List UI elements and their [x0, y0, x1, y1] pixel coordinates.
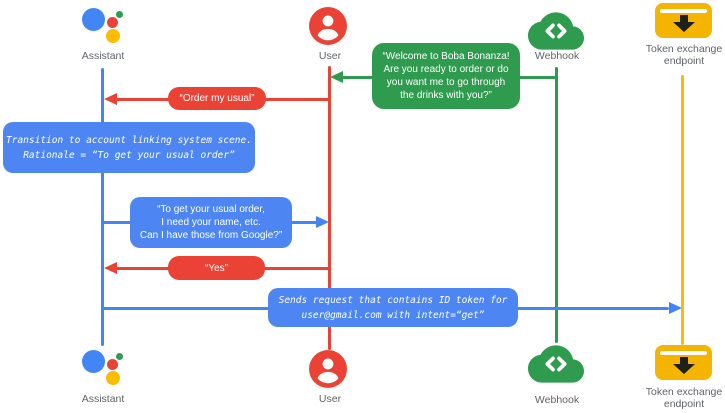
token-down-arrow-icon [679, 15, 688, 23]
yes-message-bubble: “Yes” [168, 256, 265, 280]
webhook-icon [528, 12, 584, 50]
assistant-logo-blue-dot [82, 8, 105, 31]
usual-order-message-bubble: “To get your usual order,I need your nam… [130, 197, 292, 248]
webhook-icon-bottom [528, 345, 584, 383]
transition-note: Transition to account linking system sce… [3, 122, 255, 173]
user-label-bottom: User [318, 393, 342, 405]
user-icon [309, 7, 347, 45]
assistant-label-top: Assistant [81, 50, 125, 62]
token-endpoint-icon-bottom [655, 345, 712, 380]
webhook-label-bottom: Webhook [534, 394, 580, 406]
welcome-message-bubble: “Welcome to Boba Bonanza!Are you ready t… [372, 43, 520, 109]
user-lifeline [328, 66, 331, 350]
token-slot [660, 9, 707, 13]
token-endpoint-icon [655, 3, 712, 38]
assistant-icon-bottom [82, 350, 128, 388]
webhook-lifeline [555, 67, 558, 343]
assistant-logo-green-dot [116, 11, 123, 18]
assistant-label-bottom: Assistant [81, 393, 125, 405]
user-icon-bottom [309, 350, 347, 388]
order-arrowhead-icon [104, 93, 117, 105]
assistant-logo-yellow-dot [106, 29, 120, 43]
yes-arrowhead-icon [104, 262, 117, 274]
assistant-logo-red-dot [107, 17, 118, 28]
sends-request-note: Sends request that contains ID token for… [268, 288, 518, 327]
webhook-label-top: Webhook [534, 50, 580, 62]
assistant-lifeline [101, 68, 104, 346]
order-message-bubble: “Order my usual” [168, 87, 266, 110]
usual-order-arrowhead-icon [316, 216, 329, 228]
assistant-icon [82, 8, 128, 46]
token-endpoint-lifeline [681, 75, 684, 345]
welcome-arrowhead-icon [330, 71, 343, 83]
sends-request-arrowhead-icon [669, 302, 682, 314]
user-label-top: User [318, 50, 342, 62]
